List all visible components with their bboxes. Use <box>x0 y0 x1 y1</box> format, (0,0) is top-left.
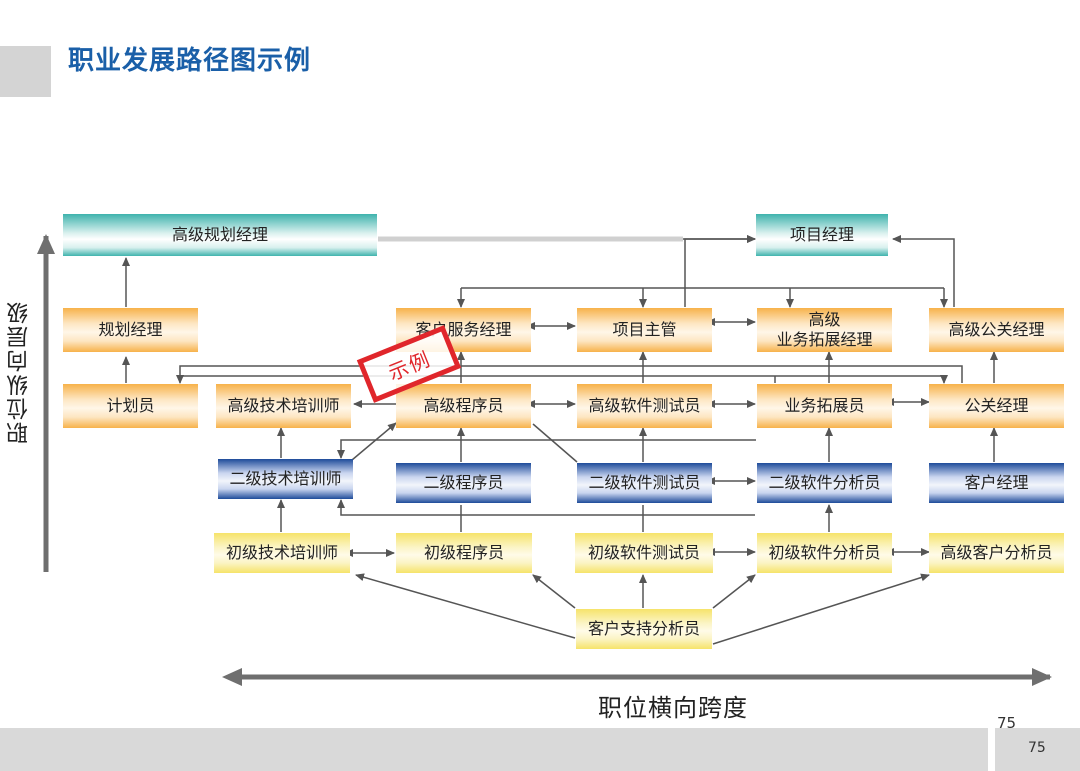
node-project-manager: 项目经理 <box>756 214 888 256</box>
node-senior-programmer: 高级程序员 <box>396 384 531 428</box>
node-l2-programmer: 二级程序员 <box>396 463 531 503</box>
node-l2-tech-trainer: 二级技术培训师 <box>218 459 353 499</box>
node-senior-customer-analyst: 高级客户分析员 <box>929 533 1064 573</box>
horizontal-axis-label: 职位横向跨度 <box>598 694 748 722</box>
node-senior-bd-manager: 高级 业务拓展经理 <box>757 308 892 352</box>
node-senior-bd-manager-line1: 高级 <box>808 310 841 329</box>
node-junior-programmer: 初级程序员 <box>396 533 532 573</box>
vertical-axis-label: 职位纵向层级 <box>7 300 32 445</box>
page-number-top: 75 <box>997 714 1017 732</box>
node-l2-software-tester: 二级软件测试员 <box>577 463 712 503</box>
node-l2-software-analyst: 二级软件分析员 <box>757 463 892 503</box>
node-senior-tech-trainer: 高级技术培训师 <box>216 384 351 428</box>
corner-tab <box>0 46 51 97</box>
footer-bar <box>0 728 988 771</box>
node-project-supervisor: 项目主管 <box>577 308 712 352</box>
page-number-bottom: 75 <box>1028 740 1046 756</box>
node-planner: 计划员 <box>63 384 198 428</box>
node-pr-manager: 公关经理 <box>929 384 1064 428</box>
node-junior-software-tester: 初级软件测试员 <box>575 533 713 573</box>
node-senior-planning-manager: 高级规划经理 <box>63 214 377 256</box>
node-bd-specialist: 业务拓展员 <box>757 384 892 428</box>
node-senior-bd-manager-line2: 业务拓展经理 <box>776 330 873 349</box>
footer-page-box <box>995 728 1080 771</box>
node-planning-manager: 规划经理 <box>63 308 198 352</box>
node-customer-support-analyst: 客户支持分析员 <box>576 609 712 649</box>
node-junior-software-analyst: 初级软件分析员 <box>757 533 892 573</box>
node-senior-software-tester: 高级软件测试员 <box>577 384 712 428</box>
node-junior-tech-trainer: 初级技术培训师 <box>214 533 350 573</box>
page-title: 职业发展路径图示例 <box>68 46 312 76</box>
node-senior-pr-manager: 高级公关经理 <box>929 308 1064 352</box>
node-account-manager: 客户经理 <box>929 463 1064 503</box>
